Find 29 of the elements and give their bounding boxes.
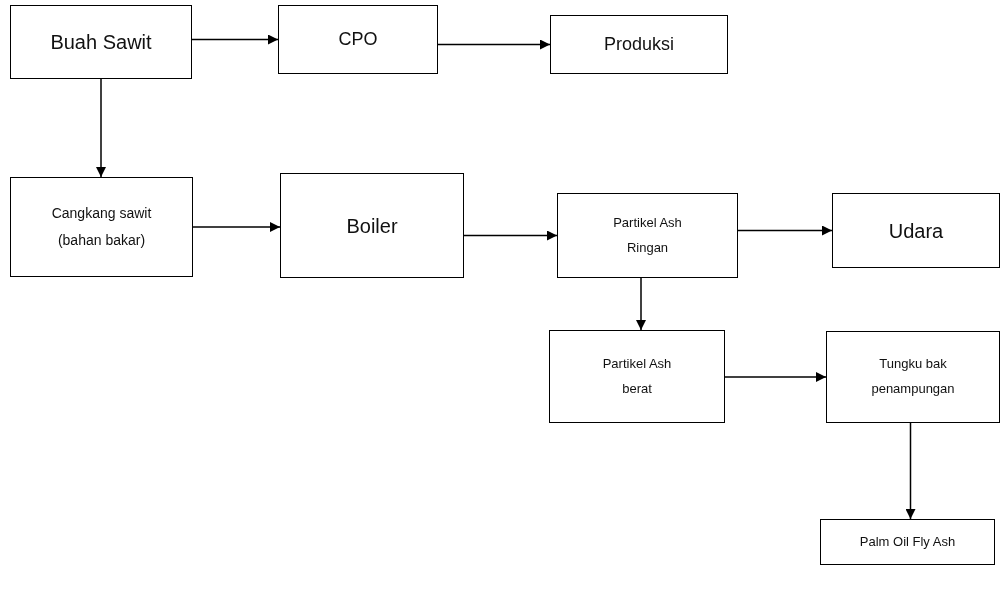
node-label: CPO — [338, 28, 378, 52]
arrow — [463, 230, 558, 241]
node-label: Produksi — [604, 33, 674, 57]
node-label: Cangkang sawit (bahan bakar) — [50, 204, 153, 250]
process-box — [549, 330, 725, 423]
node-label: Buah Sawit — [50, 30, 152, 55]
arrow — [636, 277, 646, 331]
process-box — [280, 173, 464, 278]
node-label: Partikel Ash Ringan — [612, 213, 683, 257]
arrow — [724, 372, 827, 382]
arrow — [96, 78, 106, 178]
process-box — [550, 15, 728, 74]
arrow — [437, 39, 551, 50]
process-box — [278, 5, 438, 74]
process-box — [10, 177, 193, 277]
node-label: Palm Oil Fly Ash — [859, 532, 956, 551]
node-label: Udara — [888, 218, 944, 244]
node-label: Boiler — [346, 213, 398, 239]
arrow — [192, 222, 281, 232]
process-box — [832, 193, 1000, 268]
arrow — [905, 422, 916, 520]
node-label: Partikel Ash berat — [601, 354, 673, 398]
process-box — [826, 331, 1000, 423]
process-box — [557, 193, 738, 278]
process-box — [820, 519, 995, 565]
node-label: Tungku bak penampungan — [870, 355, 956, 398]
arrow — [191, 34, 279, 45]
arrow — [737, 225, 833, 236]
process-box — [10, 5, 192, 79]
